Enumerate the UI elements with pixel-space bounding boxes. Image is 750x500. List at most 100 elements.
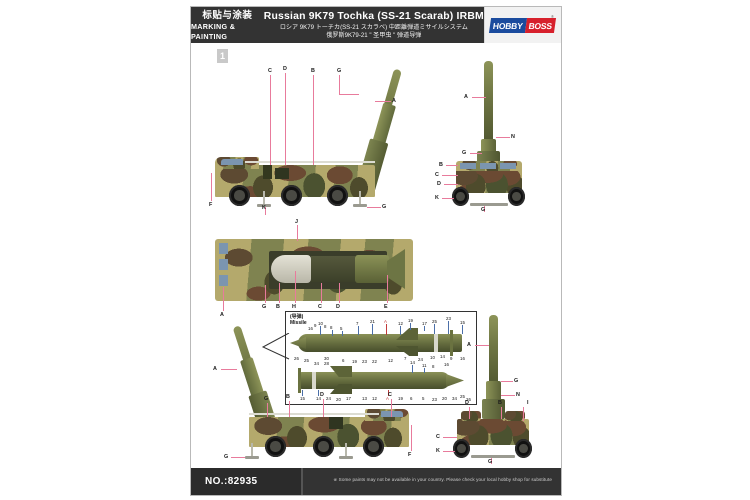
wheel-left-1 (265, 436, 286, 457)
front-jack-bar (470, 203, 508, 206)
callout-top-e: E (384, 304, 388, 310)
callout-front-g: G (462, 150, 467, 156)
callout-front-b: B (439, 162, 443, 168)
inset-line-u9 (434, 324, 435, 334)
leader-top-h (295, 271, 296, 303)
jack-left-front-foot (339, 456, 353, 459)
inset-num-u3: 7 (356, 321, 359, 326)
leader-front-c (442, 175, 458, 176)
callout-left-a: A (213, 366, 217, 372)
drawing-area: 1 (191, 43, 561, 468)
missile-fins-stowed (387, 249, 405, 289)
callout-front-a: A (464, 94, 468, 100)
inset-num-ub13: 14 (440, 354, 445, 359)
inset-num-ub11: 24 (418, 357, 423, 362)
inset-num-lb6: 12 (372, 396, 377, 401)
kit-number: NO.:82935 (191, 468, 303, 495)
missile-warhead-stowed (271, 255, 311, 283)
leader-c (270, 75, 271, 165)
inset-num-lb8: 19 (398, 396, 403, 401)
leader-d (285, 73, 286, 165)
callout-top-j: J (295, 219, 298, 225)
missile-detail-lower-tailfin (298, 368, 301, 393)
inset-line-lb1 (318, 390, 319, 396)
hull-top-rail-left (249, 413, 379, 415)
inset-num-lb4: 17 (346, 396, 351, 401)
top-hatch-2 (219, 259, 228, 270)
inset-num-lb3: 20 (336, 397, 341, 402)
callout-front-c: C (435, 172, 439, 178)
inset-line-a-upper (386, 324, 387, 335)
inset-num-ul1: 9 (314, 323, 317, 328)
hull-top-rail (245, 161, 375, 163)
inset-num-lb14: 25 (460, 394, 465, 399)
hobbyboss-logo: HOBBY BOSS (489, 17, 557, 33)
jack-front (263, 191, 265, 205)
callout-top-g: G (262, 304, 267, 310)
inset-num-lb10: 5 (422, 396, 425, 401)
inset-num-lb9: 6 (410, 396, 413, 401)
callout-k: K (262, 205, 266, 211)
inset-num-ub8: 22 (372, 359, 377, 364)
cab-window (221, 159, 243, 165)
inset-line-a-lower (388, 390, 389, 396)
inset-num-u0: 10 (318, 321, 323, 326)
leader-left-a (221, 369, 237, 370)
callout-left-c: C (388, 392, 392, 398)
leader-left-b (289, 401, 290, 417)
brand-logo-area: HOBBY BOSS ® (483, 7, 561, 43)
callout-left-f: F (408, 452, 412, 458)
hull-door-left (329, 417, 343, 429)
callout-rear-g2: G (488, 459, 493, 465)
missile-midsection-stowed (311, 256, 355, 282)
leader-top-b (279, 283, 280, 303)
missile-detail-upper-tailfin (450, 330, 453, 356)
view-side-right: F C D B G A K G (209, 61, 424, 215)
wheel-left-2 (313, 436, 334, 457)
missile-vertical-rear (489, 315, 498, 399)
callout-d: D (283, 66, 287, 72)
missile-vertical (484, 61, 493, 157)
missile-detail-lower-body (300, 372, 450, 389)
leader-front-d (444, 184, 458, 185)
leader-g-bottom (367, 207, 381, 208)
leader-a (375, 101, 391, 102)
inset-line-u10 (448, 321, 449, 334)
logo-text-boss: BOSS (525, 17, 557, 33)
jack-left-rear (251, 443, 253, 457)
inset-num-lb15: 26 (466, 397, 471, 402)
view-front: A N G B C D K G (435, 61, 546, 213)
inset-num-u8: 17 (422, 321, 427, 326)
inset-pointer (261, 333, 290, 360)
inset-line-u1 (332, 330, 333, 336)
leader-top-c (321, 283, 322, 303)
inset-num-lt0: 14 (410, 360, 415, 365)
inset-num-lt1: 11 (422, 363, 427, 368)
inset-num-lb5: 13 (362, 396, 367, 401)
footer-bar: NO.:82935 ※ Some paints may not be avail… (191, 468, 561, 495)
inset-num-ub1: 25 (304, 358, 309, 363)
inset-num-ub2: 34 (314, 361, 319, 366)
callout-front-d: D (437, 181, 441, 187)
inset-line-u0 (320, 326, 321, 335)
callout-top-h: H (292, 304, 296, 310)
callout-rear-b: B (498, 400, 502, 406)
wheel-3 (327, 185, 348, 206)
callout-g-bottom: G (382, 204, 387, 210)
inset-num-u6: 12 (398, 321, 403, 326)
inset-num-ub6: 19 (352, 359, 357, 364)
inset-num-lb1: 14 (316, 396, 321, 401)
inset-num-u4: 21 (370, 319, 375, 324)
inset-num-ul0: 16 (308, 326, 313, 331)
windshield-left (460, 163, 476, 169)
leader-rear-n (501, 395, 515, 396)
rear-wheel-right (515, 439, 532, 458)
view-side-left: A G B D C F G (205, 321, 425, 466)
callout-f: F (209, 202, 213, 208)
callout-left-b: B (286, 394, 290, 400)
callout-rear-a: A (467, 342, 471, 348)
leader-rear-d (469, 407, 470, 419)
leader-f (211, 173, 212, 201)
inset-num-ub0: 26 (294, 356, 299, 361)
paint-disclaimer: ※ Some paints may not be available in yo… (333, 477, 552, 482)
